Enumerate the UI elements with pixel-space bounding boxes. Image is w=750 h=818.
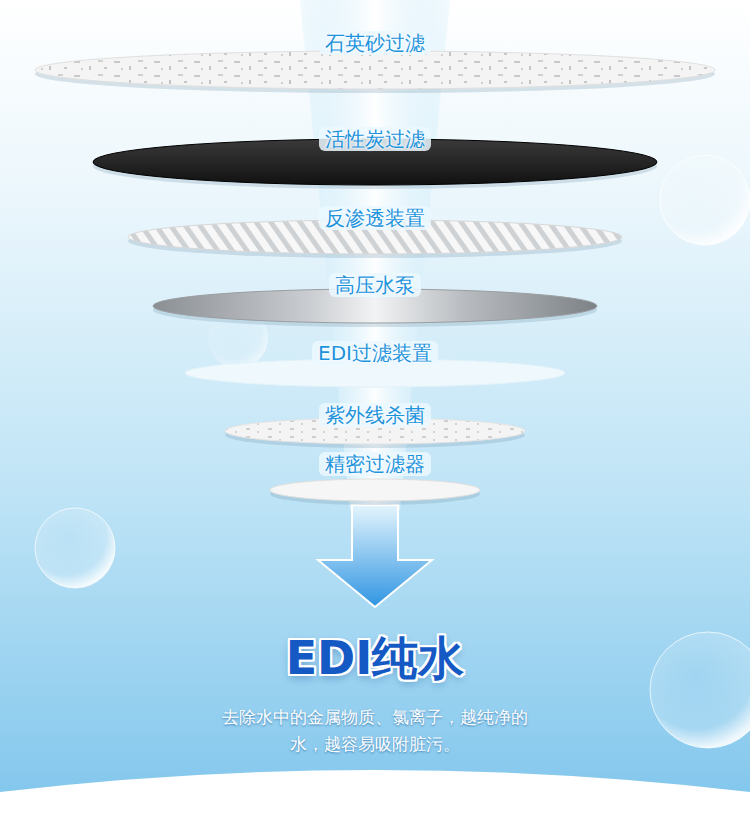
filter-layer: 高压水泵	[149, 272, 601, 329]
layer-label-text: 活性炭过滤	[319, 127, 431, 151]
layer-label: 反渗透装置	[124, 205, 626, 231]
bottom-wave	[0, 770, 750, 818]
layer-label: 精密过滤器	[266, 451, 484, 477]
layer-label-text: 石英砂过滤	[319, 31, 431, 55]
filter-layer: 精密过滤器	[266, 451, 484, 507]
layer-label: EDI过滤装置	[181, 340, 569, 366]
layer-label: 紫外线杀菌	[221, 402, 529, 428]
layer-label: 石英砂过滤	[31, 30, 719, 56]
layer-label-text: EDI过滤装置	[312, 341, 438, 365]
filter-layer: 石英砂过滤	[31, 30, 719, 95]
layer-label-text: 高压水泵	[329, 273, 421, 297]
layer-label: 活性炭过滤	[89, 126, 661, 152]
layer-label: 高压水泵	[149, 272, 601, 298]
filter-layer: EDI过滤装置	[181, 340, 569, 393]
filter-layer: 活性炭过滤	[89, 126, 661, 191]
caption: 去除水中的金属物质、氯离子，越纯净的水，越容易吸附脏污。	[212, 704, 538, 758]
layer-label-text: 精密过滤器	[319, 452, 431, 476]
title: EDI纯水	[0, 628, 750, 690]
filter-layer: 紫外线杀菌	[221, 402, 529, 450]
flow-arrow	[318, 505, 432, 607]
layer-label-text: 紫外线杀菌	[319, 403, 431, 427]
layer-label-text: 反渗透装置	[319, 206, 431, 230]
filter-layer: 反渗透装置	[124, 205, 626, 260]
